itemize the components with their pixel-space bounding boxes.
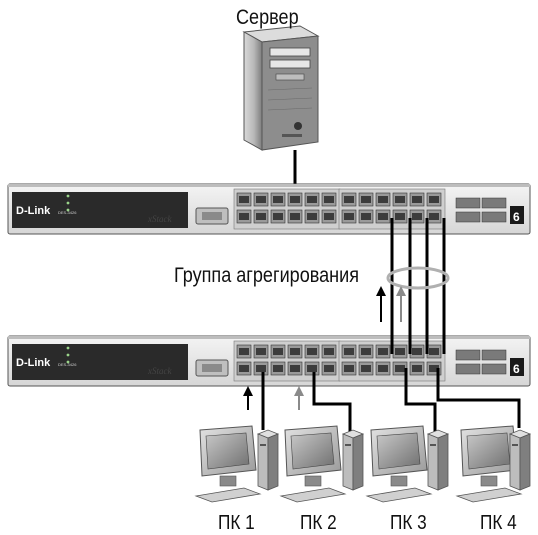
ethernet-port-socket — [290, 348, 300, 355]
aggregation-links — [390, 218, 446, 354]
pc-icon — [194, 425, 280, 503]
ethernet-port-socket — [273, 196, 283, 203]
ethernet-port-socket — [324, 213, 334, 220]
ethernet-port-socket — [344, 365, 354, 372]
status-led — [66, 353, 70, 357]
ethernet-port-socket — [361, 348, 371, 355]
ethernet-port-socket — [429, 365, 439, 372]
ethernet-port-socket — [239, 196, 249, 203]
ethernet-port-socket — [395, 348, 405, 355]
ethernet-port-socket — [324, 348, 334, 355]
ethernet-port-socket — [429, 196, 439, 203]
ethernet-port-socket — [239, 348, 249, 355]
pc-icon — [365, 425, 450, 503]
ethernet-port-socket — [239, 365, 249, 372]
ethernet-port-socket — [290, 365, 300, 372]
aggregation-ring — [386, 266, 450, 290]
ethernet-port-socket — [344, 213, 354, 220]
switch-top-series: xStack — [147, 214, 172, 224]
switch-top: D-Link DES-3426 xStack 6 — [7, 183, 531, 235]
ethernet-port-socket — [429, 348, 439, 355]
aggregation-arrows — [376, 286, 406, 322]
pc-group — [194, 425, 532, 503]
ethernet-port-socket — [361, 196, 371, 203]
ethernet-port-socket — [239, 213, 249, 220]
ethernet-port-socket — [256, 365, 266, 372]
ethernet-port-socket — [324, 365, 334, 372]
ethernet-port-socket — [307, 348, 317, 355]
ethernet-port-socket — [307, 213, 317, 220]
ethernet-port-socket — [429, 213, 439, 220]
ethernet-port-socket — [361, 365, 371, 372]
ethernet-port-socket — [273, 213, 283, 220]
pc-1-label: ПК 1 — [218, 512, 255, 534]
switch-top-brand: D-Link — [16, 205, 51, 217]
pc-links — [243, 368, 521, 432]
pc-2-label: ПК 2 — [300, 512, 337, 534]
status-led — [66, 194, 70, 198]
ethernet-port-socket — [412, 196, 422, 203]
aggregation-group-label: Группа агрегирования — [174, 264, 360, 287]
switch-bottom-model: DES-3426 — [58, 362, 77, 367]
ethernet-port-socket — [378, 196, 388, 203]
ethernet-port-socket — [273, 365, 283, 372]
ethernet-port-socket — [290, 196, 300, 203]
ethernet-port-socket — [395, 365, 405, 372]
ethernet-port-socket — [412, 365, 422, 372]
ethernet-port-socket — [344, 196, 354, 203]
ethernet-port-socket — [307, 365, 317, 372]
ethernet-port-socket — [378, 365, 388, 372]
ethernet-port-socket — [344, 348, 354, 355]
ethernet-port-socket — [412, 213, 422, 220]
switch-top-model: DES-3426 — [58, 210, 77, 215]
ethernet-port-socket — [256, 196, 266, 203]
switch-bottom-series: xStack — [147, 366, 172, 376]
server-label: Сервер — [236, 6, 299, 29]
pc-icon — [279, 425, 365, 503]
ethernet-port-socket — [324, 196, 334, 203]
server-icon — [242, 25, 320, 151]
ethernet-port-socket — [361, 213, 371, 220]
switch-bottom-brand: D-Link — [16, 357, 51, 369]
ethernet-port-socket — [256, 348, 266, 355]
ethernet-port-socket — [290, 213, 300, 220]
switch-bottom-unit-number: 6 — [513, 362, 520, 376]
switch-top-unit-number: 6 — [513, 210, 520, 224]
ethernet-port-socket — [378, 348, 388, 355]
ethernet-port-socket — [256, 213, 266, 220]
switch-bottom-ports — [233, 340, 446, 382]
ethernet-port-socket — [273, 348, 283, 355]
pc-4-label: ПК 4 — [480, 512, 517, 534]
ethernet-port-socket — [412, 348, 422, 355]
switch-bottom: D-Link DES-3426 xStack 6 — [7, 335, 531, 387]
status-led — [66, 201, 70, 205]
status-led — [66, 360, 70, 364]
pc-icon — [455, 425, 532, 503]
switch-top-ports — [233, 188, 446, 230]
pc-3-label: ПК 3 — [390, 512, 427, 534]
ethernet-port-socket — [395, 213, 405, 220]
ethernet-port-socket — [378, 213, 388, 220]
ethernet-port-socket — [307, 196, 317, 203]
status-led — [66, 346, 70, 350]
status-led — [66, 208, 70, 212]
ethernet-port-socket — [395, 196, 405, 203]
